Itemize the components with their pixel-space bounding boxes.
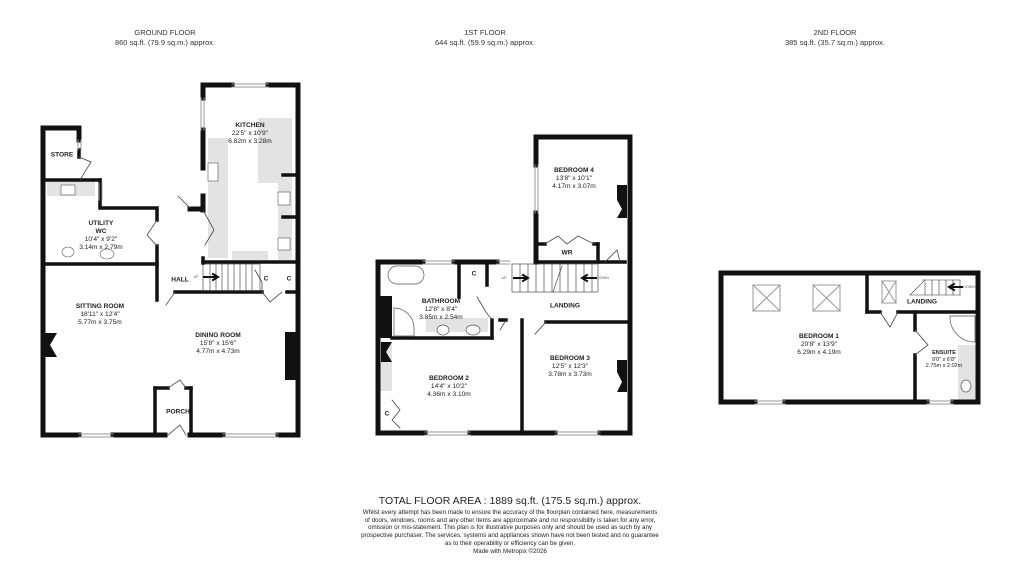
stair-down-label: DOWN — [963, 285, 975, 289]
floor-area: 385 sq.ft. (35.7 sq.m.) approx. — [784, 38, 886, 47]
room-name: SITTING ROOM — [75, 303, 125, 310]
disclaimer-line: as to their operability or efficiency ca… — [444, 539, 576, 547]
room-dim-imperial: 12'8" x 8'4" — [424, 306, 458, 313]
first-floor-plan — [375, 134, 633, 436]
room-dim-metric: 5.77m x 3.75m — [78, 319, 122, 326]
room-dim-metric: 2.75m x 2.02m — [925, 363, 963, 369]
room-name: ENSUITE — [932, 350, 956, 356]
stair-up-label: UP — [193, 275, 199, 279]
disclaimer-line: omission or mis-statement. This plan is … — [368, 524, 652, 532]
cupboard-label: C — [263, 275, 269, 283]
stair-up-label: UP — [501, 276, 507, 280]
room-dim-metric: 4.77m x 4.73m — [196, 348, 240, 355]
first-floor-header: 1ST FLOOR 644 sq.ft. (59.9 sq.m.) approx… — [410, 28, 560, 48]
room-bedroom-2: BEDROOM 2 14'4" x 10'2" 4.36m x 3.10m — [427, 375, 471, 399]
cupboard-label: C — [471, 270, 477, 278]
total-floor-area: TOTAL FLOOR AREA : 1889 sq.ft. (175.5 sq… — [378, 495, 642, 507]
room-dim-imperial: 20'8" x 13'9" — [800, 341, 838, 348]
ground-floor-plan — [40, 82, 301, 438]
room-dim-imperial: 13'8" x 10'1" — [555, 175, 593, 182]
floor-title: 1ST FLOOR — [464, 28, 506, 37]
room-dim-metric: 4.17m x 3.07m — [552, 183, 596, 190]
room-dim-metric: 4.36m x 3.10m — [427, 391, 471, 398]
room-bathroom: BATHROOM 12'8" x 8'4" 3.85m x 2.54m — [419, 298, 463, 322]
floor-title: 2ND FLOOR — [813, 28, 857, 37]
room-dim-metric: 3.14m x 2.79m — [79, 244, 123, 251]
floor-title: GROUND FLOOR — [134, 28, 196, 37]
room-porch: PORCH — [166, 408, 190, 416]
second-floor-header: 2ND FLOOR 385 sq.ft. (35.7 sq.m.) approx… — [760, 28, 910, 48]
room-dim-imperial: 10'4" x 9'2" — [84, 236, 118, 243]
room-name: UTILITY — [88, 220, 114, 227]
room-name: DINING ROOM — [195, 332, 241, 339]
room-dim-imperial: 18'11" x 12'4" — [80, 311, 120, 318]
room-name: BEDROOM 4 — [554, 167, 594, 174]
room-bedroom-3: BEDROOM 3 12'5" x 12'3" 3.78m x 3.73m — [548, 355, 592, 379]
made-with-credit: Made with Metropix ©2026 — [473, 547, 547, 555]
room-hall: HALL — [171, 276, 189, 284]
room-sitting-room: SITTING ROOM 18'11" x 12'4" 5.77m x 3.75… — [76, 303, 124, 327]
room-store: STORE — [50, 151, 74, 159]
floor-area: 860 sq.ft. (79.9 sq.m.) approx. — [114, 38, 216, 47]
room-dim-metric: 3.78m x 3.73m — [548, 371, 592, 378]
disclaimer-line: prospective purchaser. The services, sys… — [361, 532, 659, 540]
room-landing: LANDING — [906, 298, 938, 306]
room-dim-imperial: 14'4" x 10'2" — [430, 383, 468, 390]
room-dining-room: DINING ROOM 15'8" x 15'6" 4.77m x 4.73m — [195, 332, 240, 356]
room-dim-metric: 6.82m x 3.28m — [228, 138, 272, 145]
room-name: BEDROOM 2 — [429, 375, 469, 382]
room-bedroom-4: BEDROOM 4 13'8" x 10'1" 4.17m x 3.07m — [552, 167, 596, 191]
disclaimer-line: of doors, windows, rooms and any other i… — [364, 516, 656, 524]
room-name: KITCHEN — [235, 122, 265, 129]
room-dim-imperial: 9'0" x 6'8" — [931, 356, 957, 363]
room-bedroom-1: BEDROOM 1 20'8" x 13'9" 6.29m x 4.19m — [797, 333, 841, 357]
room-utility-wc: UTILITY WC 10'4" x 9'2" 3.14m x 2.79m — [79, 220, 123, 252]
room-dim-imperial: 12'5" x 12'3" — [551, 363, 589, 370]
second-floor-plan — [718, 270, 981, 405]
room-dim-metric: 3.85m x 2.54m — [419, 314, 463, 321]
footer: TOTAL FLOOR AREA : 1889 sq.ft. (175.5 sq… — [310, 495, 710, 555]
room-name: BATHROOM — [421, 298, 461, 305]
disclaimer: Whilst every attempt has been made to en… — [310, 509, 710, 555]
room-subname: WC — [95, 228, 107, 235]
ground-floor-header: GROUND FLOOR 860 sq.ft. (79.9 sq.m.) app… — [90, 28, 240, 48]
floor-area: 644 sq.ft. (59.9 sq.m.) approx. — [434, 38, 536, 47]
room-dim-imperial: 22'5" x 10'9" — [231, 130, 269, 137]
room-dim-metric: 6.29m x 4.19m — [797, 349, 841, 356]
stair-down-label: DOWN — [597, 276, 609, 280]
room-dim-imperial: 15'8" x 15'6" — [199, 340, 237, 347]
disclaimer-line: Whilst every attempt has been made to en… — [362, 509, 658, 516]
room-ensuite: ENSUITE 9'0" x 6'8" 2.75m x 2.02m — [926, 350, 962, 370]
room-wardrobe: WR — [561, 249, 573, 257]
room-name: BEDROOM 3 — [550, 355, 590, 362]
room-name: BEDROOM 1 — [799, 333, 839, 340]
room-kitchen: KITCHEN 22'5" x 10'9" 6.82m x 3.28m — [228, 122, 272, 146]
cupboard-label: C — [286, 275, 292, 283]
room-landing: LANDING — [549, 302, 581, 310]
cupboard-label: C — [384, 410, 390, 418]
